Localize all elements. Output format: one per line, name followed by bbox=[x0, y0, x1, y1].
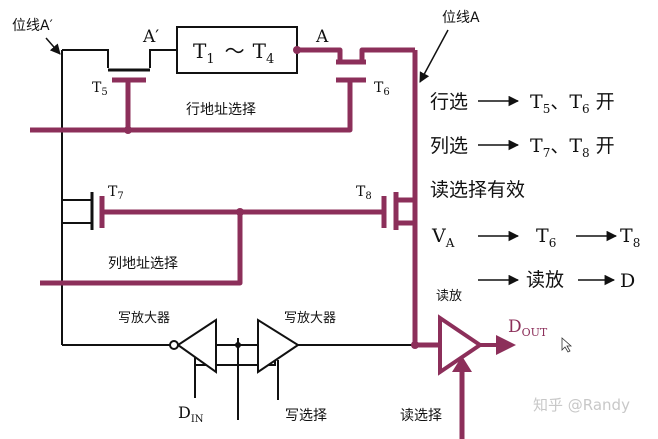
latch-box bbox=[176, 26, 298, 74]
note-col-pre: 列选 bbox=[430, 135, 468, 157]
a-node-wire bbox=[297, 47, 343, 60]
note-va-mid: T6 bbox=[536, 225, 556, 250]
t5-left-lead bbox=[62, 49, 109, 68]
dout-label: DOUT bbox=[508, 317, 548, 339]
watermark: 知乎 @Randy bbox=[533, 396, 630, 414]
t7-label: T7 bbox=[108, 184, 124, 202]
t6-label: T6 bbox=[374, 80, 390, 98]
t5-label: T5 bbox=[92, 80, 108, 98]
junction-read bbox=[411, 341, 419, 349]
active-wires bbox=[30, 47, 465, 439]
junction-row bbox=[124, 126, 132, 134]
row-address-line bbox=[30, 92, 353, 133]
junction-col bbox=[236, 208, 244, 216]
a-prime-label: A′ bbox=[142, 27, 159, 47]
junction-a bbox=[293, 46, 301, 54]
bitline-a-label: 位线A bbox=[442, 10, 480, 26]
read-select-arrow bbox=[452, 356, 472, 372]
t6-right-wire bbox=[359, 47, 415, 60]
transistor-t5 bbox=[108, 68, 150, 92]
read-amp-label: 读放 bbox=[436, 289, 462, 304]
write-amp-right-label: 写放大器 bbox=[284, 311, 336, 326]
write-select-label: 写选择 bbox=[285, 408, 327, 424]
write-amp-left-label: 写放大器 bbox=[118, 311, 170, 326]
t8-label: T8 bbox=[356, 184, 372, 202]
transistor-t8 bbox=[381, 192, 415, 230]
note-va-end: T8 bbox=[620, 225, 640, 250]
bitline-a-prime-arrow bbox=[45, 37, 61, 55]
t5-right-lead bbox=[149, 49, 177, 68]
column-address-feed bbox=[40, 212, 243, 286]
note-read-end: D bbox=[620, 270, 635, 292]
transistor-t7 bbox=[90, 192, 110, 230]
read-amp bbox=[438, 314, 516, 376]
bitline-a-arrow bbox=[419, 29, 449, 83]
write-amp-left bbox=[169, 318, 217, 374]
a-label: A bbox=[315, 27, 329, 47]
t1-t4-label: T1～T4 bbox=[193, 39, 274, 67]
row-address-label: 行地址选择 bbox=[186, 102, 256, 118]
note-read-valid: 读选择有效 bbox=[430, 179, 525, 201]
bitline-a-prime-label: 位线A′ bbox=[12, 18, 53, 34]
din-label: DIN bbox=[178, 403, 204, 425]
transistor-t6 bbox=[336, 59, 366, 92]
write-amp-right bbox=[257, 318, 300, 374]
note-row-pre: 行选 bbox=[430, 91, 468, 113]
note-read-pre: 读放 bbox=[526, 269, 564, 291]
note-va: VA bbox=[431, 225, 455, 250]
junction-write-mid bbox=[235, 342, 241, 348]
cursor-icon bbox=[561, 337, 573, 353]
column-address-label: 列地址选择 bbox=[108, 256, 178, 272]
read-select-label: 读选择 bbox=[400, 407, 442, 424]
